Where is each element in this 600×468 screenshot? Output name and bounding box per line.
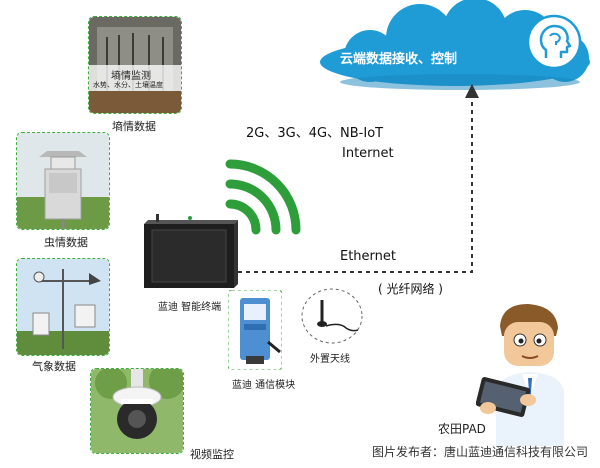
soil-data-label: 墒情数据 [112, 120, 156, 133]
comm-module-label: 蓝迪 通信模块 [232, 380, 296, 391]
weather-data-label: 气象数据 [32, 360, 76, 373]
cellular-label: 2G、3G、4G、NB-IoT [246, 126, 384, 141]
weather-station-photo [16, 258, 110, 356]
pad-user-figure [476, 304, 564, 446]
communication-module [228, 290, 282, 370]
internet-label: Internet [342, 146, 394, 161]
cloud-label: 云端数据接收、控制 [340, 52, 458, 67]
cloud-shape [320, 0, 590, 90]
head-brain-icon [526, 14, 582, 70]
soil-sensor-photo: 墒情监测 水势、水分、土壤温度 [88, 16, 182, 114]
insect-data-label: 虫情数据 [44, 236, 88, 249]
smart-terminal-device [144, 214, 238, 288]
video-monitor-label: 视频监控 [190, 448, 234, 461]
wireless-signal-icon [225, 159, 301, 235]
video-camera-photo [90, 368, 184, 454]
publisher-credit: 图片发布者：唐山蓝迪通信科技有限公司 [371, 445, 588, 459]
insect-sensor-photo [16, 132, 110, 230]
ethernet-label: Ethernet [340, 249, 396, 264]
external-antenna [301, 288, 363, 344]
antenna-label: 外置天线 [310, 354, 350, 365]
soil-overlay-sub: 水势、水分、土壤温度 [93, 81, 163, 89]
fiber-label: ( 光纤网络 ) [378, 282, 443, 296]
pad-label: 农田PAD [438, 422, 486, 436]
terminal-label: 蓝迪 智能终端 [158, 302, 222, 313]
soil-overlay-title: 墒情监测 [111, 71, 151, 82]
